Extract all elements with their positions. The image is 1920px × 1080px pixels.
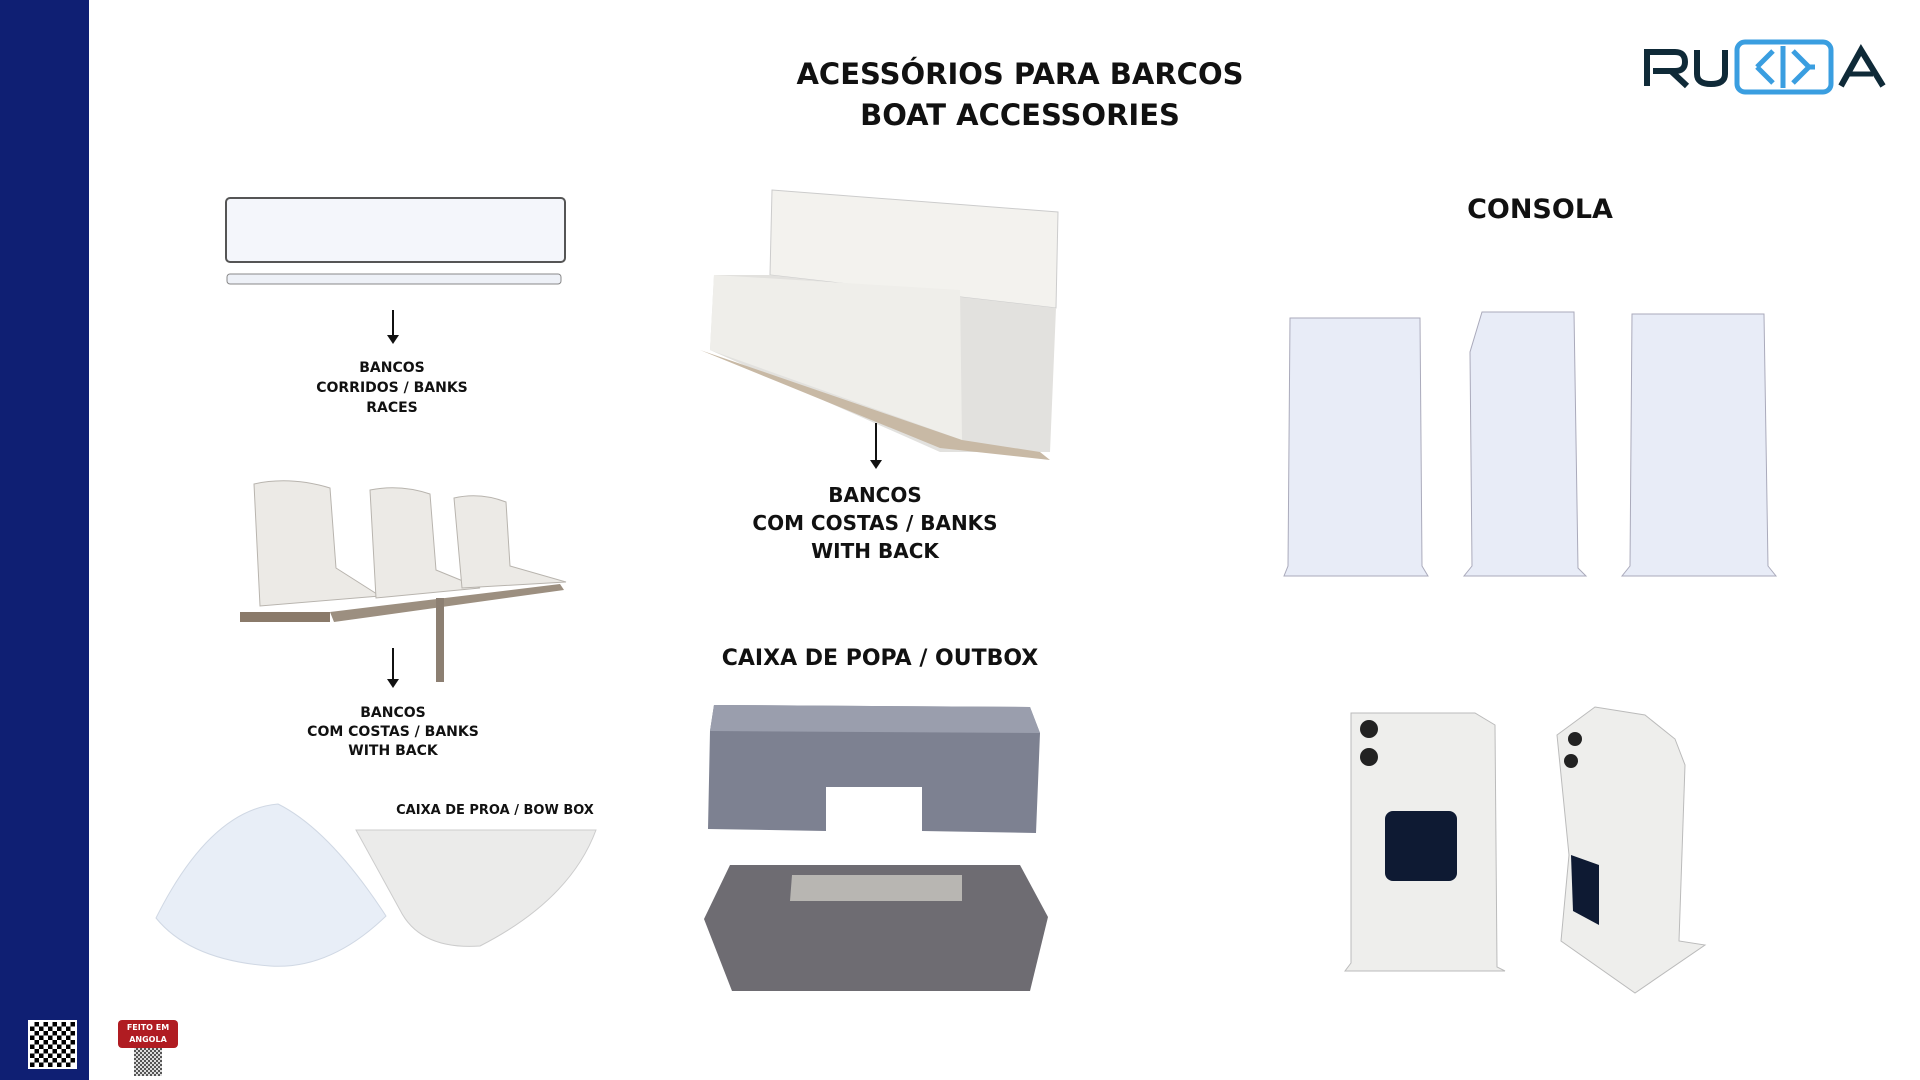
title-line-1: ACESSÓRIOS PARA BARCOS (796, 57, 1244, 91)
console-image-row-1 (1283, 311, 1778, 577)
page-title: ACESSÓRIOS PARA BARCOS BOAT ACCESSORIES (620, 54, 1420, 136)
bench-races-image (225, 197, 566, 285)
bench-with-back-image (700, 189, 1059, 460)
arrow-down-icon (870, 423, 882, 469)
bow-box-image (155, 803, 597, 967)
chairs-image (240, 480, 567, 682)
outbox-image (704, 705, 1048, 991)
arrow-down-icon (387, 648, 399, 688)
title-line-2: BOAT ACCESSORIES (860, 98, 1180, 132)
sidebar-band (0, 0, 89, 1080)
feito-em-angola-badge: FEITO EM ANGOLA (118, 1010, 178, 1078)
bow-box-label: CAIXA DE PROA / BOW BOX (396, 803, 594, 818)
console-image-row-2 (1344, 706, 1707, 994)
console-label: CONSOLA (1467, 194, 1613, 225)
arrow-down-icon (387, 310, 399, 344)
qr-code-icon (28, 1020, 77, 1069)
rukka-logo (1644, 38, 1890, 98)
outbox-label: CAIXA DE POPA / OUTBOX (721, 646, 1039, 671)
